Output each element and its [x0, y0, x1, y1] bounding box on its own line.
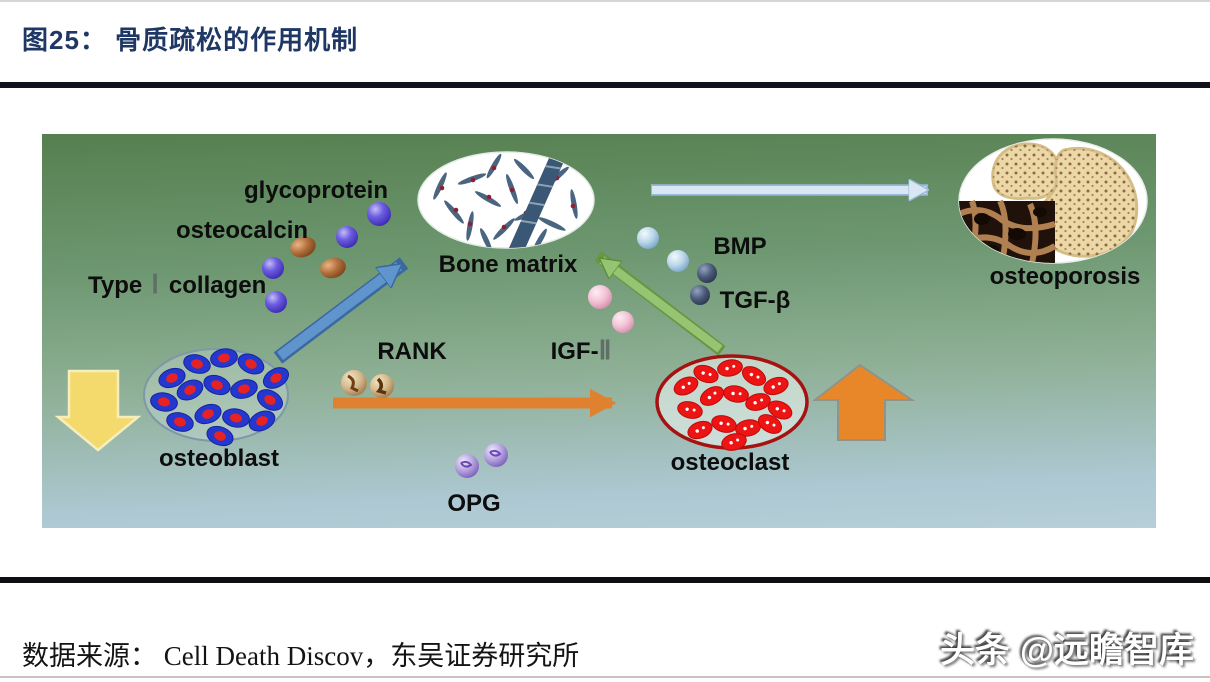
- label-bmp: BMP: [713, 233, 766, 260]
- bmp-molecules: [637, 227, 689, 272]
- osteoblast-figure: [143, 348, 290, 447]
- glycoprotein-molecules: [336, 202, 391, 248]
- decrease-arrow-down: [54, 369, 142, 452]
- trabecular-inset: [959, 199, 1057, 263]
- osteoclast-cells: [673, 359, 793, 451]
- label-opg: OPG: [447, 490, 500, 517]
- osteocalcin-molecules: [290, 236, 346, 279]
- label-bone-matrix: Bone matrix: [439, 251, 578, 278]
- label-osteoclast: osteoclast: [671, 449, 790, 476]
- osteoporosis-figure: [958, 138, 1148, 264]
- figure-title: 图25： 骨质疏松的作用机制: [22, 25, 359, 55]
- data-source: 数据来源： Cell Death Discov，东吴证券研究所: [22, 641, 580, 671]
- matrix-band: [508, 152, 569, 248]
- arrow-osteoclast-to-bonematrix: [594, 251, 726, 356]
- increase-arrow-up: [812, 363, 916, 441]
- footer-divider: [0, 577, 1210, 583]
- label-tgf-beta: TGF-β: [720, 287, 791, 314]
- tgf-beta-molecules: [690, 263, 717, 305]
- page-top-border: [0, 0, 1210, 2]
- label-osteocalcin: osteocalcin: [176, 217, 308, 244]
- label-rank: RANK: [377, 338, 447, 365]
- page-bottom-border: [0, 676, 1210, 678]
- arrow-osteoblast-to-bonematrix: [273, 257, 409, 364]
- collagen-molecules: [262, 257, 287, 313]
- header-divider: [0, 82, 1210, 88]
- label-glycoprotein: glycoprotein: [244, 177, 388, 204]
- label-igf-2: IGF-Ⅱ: [551, 336, 612, 365]
- osteoclast-figure: [655, 354, 809, 451]
- label-osteoporosis: osteoporosis: [990, 263, 1141, 290]
- bone-matrix-figure: [417, 151, 595, 249]
- rank-molecules: [341, 370, 394, 398]
- opg-molecules: [455, 443, 508, 478]
- label-osteoblast: osteoblast: [159, 445, 279, 472]
- igf-molecules: [588, 285, 634, 333]
- osteoblast-cells: [150, 348, 290, 447]
- watermark: 头条 @远瞻智库: [940, 631, 1194, 670]
